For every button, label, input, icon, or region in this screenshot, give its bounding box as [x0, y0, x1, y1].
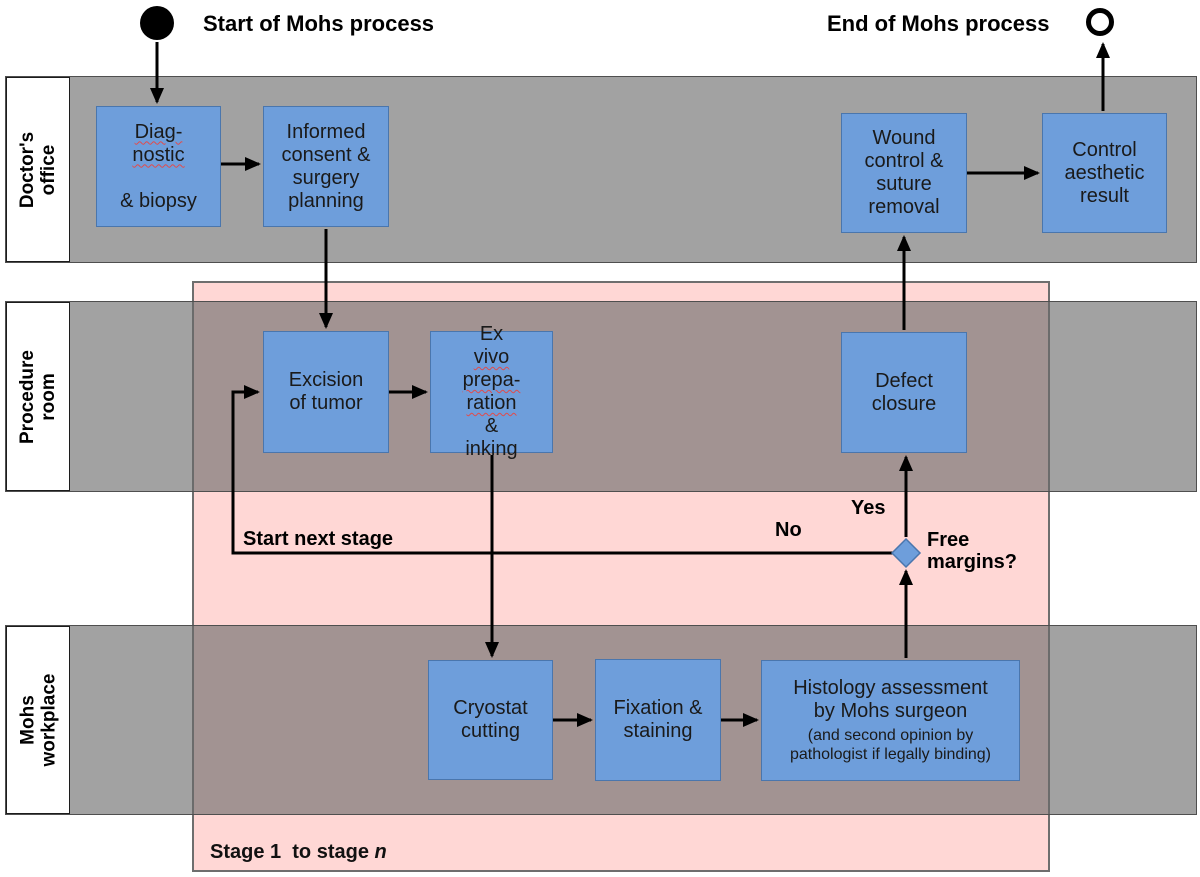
histology-note-text: (and second opinion by pathologist if le…	[789, 727, 991, 763]
node-fixation-staining: Fixation & staining	[595, 659, 721, 781]
lane-header-mohs-workplace: Mohs workplace	[6, 626, 70, 814]
lane-label-mohs-workplace: Mohs workplace	[17, 673, 59, 767]
node-informed-consent-surgery-planning: Informed consent & surgery planning	[263, 106, 389, 227]
node-diagnostic-biopsy: Diag- nostic & biopsy	[96, 106, 221, 227]
label-yes: Yes	[851, 497, 886, 519]
lane-label-procedure-room: Procedure room	[17, 349, 60, 444]
start-event-circle	[140, 6, 174, 40]
histology-main-text: Histology assessment by Mohs surgeon	[793, 677, 988, 722]
lane-band-procedure-room	[70, 302, 1196, 491]
lane-band-doctors-office	[70, 77, 1196, 262]
node-cryostat-cutting: Cryostat cutting	[428, 660, 553, 780]
node-histology-assessment: Histology assessment by Mohs surgeon (an…	[761, 660, 1020, 781]
stage-range-text: Stage 1 to stage	[210, 841, 369, 863]
end-event-circle	[1086, 8, 1114, 36]
lane-header-doctors-office: Doctor's office	[6, 77, 70, 262]
label-free-margins: Free margins?	[927, 529, 1018, 573]
node-wound-control-suture-removal: Wound control & suture removal	[841, 113, 967, 233]
start-event-label: Start of Mohs process	[203, 11, 435, 36]
lane-header-procedure-room: Procedure room	[6, 302, 70, 491]
swimlane-procedure-room: Procedure room	[5, 301, 1197, 492]
stage-range-n: n	[374, 841, 387, 863]
label-no: No	[775, 519, 802, 541]
node-excision-of-tumor: Excision of tumor	[263, 331, 389, 453]
node-defect-closure: Defect closure	[841, 332, 967, 453]
lane-label-doctors-office: Doctor's office	[17, 131, 59, 208]
node-control-aesthetic-result: Control aesthetic result	[1042, 113, 1167, 233]
node-ex-vivo-preparation-inking: Ex vivo prepa- ration & inking	[430, 323, 553, 460]
end-event-label: End of Mohs process	[827, 11, 1050, 36]
label-start-next-stage: Start next stage	[243, 528, 394, 550]
stage-range-label: Stage 1 to stage n	[210, 841, 387, 864]
